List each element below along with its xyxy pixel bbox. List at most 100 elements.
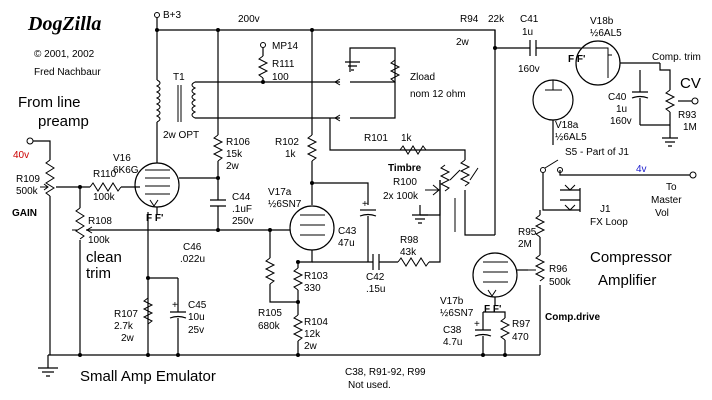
v17b-ff: F F' bbox=[484, 304, 501, 315]
r111-resistor: MP14 R111 100 bbox=[257, 41, 299, 84]
compressor-label: Compressor bbox=[590, 249, 672, 266]
r94-value: 22k bbox=[488, 14, 505, 25]
c42-capacitor: C42 .15u bbox=[312, 254, 398, 295]
input-jack bbox=[26, 137, 34, 145]
v17a-label: V17a bbox=[268, 187, 292, 198]
r95-label: R95 bbox=[518, 227, 537, 238]
r110-value: 100k bbox=[93, 192, 116, 203]
r107-rating: 2w bbox=[121, 333, 135, 344]
r109-label: R109 bbox=[16, 174, 40, 185]
b3-label: B+3 bbox=[163, 10, 182, 21]
v17a-type: ½6SN7 bbox=[268, 199, 302, 210]
r104-resistor: R104 12k 2w bbox=[292, 302, 328, 355]
c46-value: .022u bbox=[180, 254, 205, 265]
r109-pot: R109 500k bbox=[16, 159, 55, 355]
c38-value: 4.7u bbox=[443, 337, 462, 348]
c45-label: C45 bbox=[188, 300, 207, 311]
r95-value: 2M bbox=[518, 239, 532, 250]
c45-plus: + bbox=[172, 300, 178, 311]
c43-capacitor: + C43 47u bbox=[338, 199, 377, 262]
r100-label: R100 bbox=[393, 177, 417, 188]
r111-label: R111 bbox=[272, 59, 295, 70]
r106-value: 15k bbox=[226, 149, 243, 160]
c40-label: C40 bbox=[608, 92, 627, 103]
v18a-label: V18a bbox=[555, 120, 579, 131]
r96-pot: R96 500k Comp.drive bbox=[528, 254, 600, 355]
r104-value: 12k bbox=[304, 329, 321, 340]
r105-label: R105 bbox=[258, 308, 282, 319]
trim-label: trim bbox=[86, 265, 111, 282]
v16-ff: F F' bbox=[146, 213, 163, 224]
master-vol-terminal bbox=[689, 171, 697, 179]
zload-jack: Zload nom 12 ohm bbox=[263, 47, 466, 122]
comp-trim-label: Comp. trim bbox=[652, 52, 701, 63]
r106-resistor: R106 15k 2w bbox=[212, 30, 250, 200]
r93-label: R93 bbox=[678, 110, 697, 121]
r106-label: R106 bbox=[226, 137, 250, 148]
v18b-type: ½6AL5 bbox=[590, 28, 622, 39]
r102-label: R102 bbox=[275, 137, 299, 148]
input-voltage: 40v bbox=[13, 150, 29, 161]
r108-label: R108 bbox=[88, 216, 112, 227]
r94-resistor: R94 22k 2w bbox=[456, 14, 505, 235]
master-vol: Vol bbox=[655, 208, 669, 219]
r111-value: 100 bbox=[272, 72, 289, 83]
v200-label: 200v bbox=[238, 14, 260, 25]
r97-label: R97 bbox=[512, 319, 531, 330]
r105-value: 680k bbox=[258, 321, 281, 332]
r101-resistor: R101 1k bbox=[364, 133, 427, 155]
r97-resistor: R97 470 bbox=[483, 311, 531, 355]
preamp-label: preamp bbox=[38, 113, 89, 130]
c41-value: 1u bbox=[522, 27, 533, 38]
v16-type: 6K6G bbox=[113, 165, 139, 176]
s5-label: S5 - Part of J1 bbox=[565, 147, 629, 158]
c38-plus: + bbox=[474, 319, 480, 330]
comp-trim-section: Comp. trim CV C40 1u 160v R93 1M bbox=[608, 52, 701, 147]
r96-value: 500k bbox=[549, 277, 572, 288]
r94-rating: 2w bbox=[456, 37, 470, 48]
r106-rating: 2w bbox=[226, 161, 240, 172]
dogzilla-logo: DogZilla bbox=[27, 13, 101, 35]
comp-drive-label: Comp.drive bbox=[545, 312, 600, 323]
c44-rating: 250v bbox=[232, 216, 254, 227]
r98-value: 43k bbox=[400, 247, 417, 258]
r103-resistor: R103 330 bbox=[292, 260, 328, 304]
c43-value: 47u bbox=[338, 238, 355, 249]
cv-terminal bbox=[691, 97, 699, 105]
v18a-tube: V18a ½6AL5 bbox=[532, 79, 587, 145]
r93-value: 1M bbox=[683, 122, 697, 133]
master-to: To bbox=[666, 182, 677, 193]
c43-plus: + bbox=[362, 199, 368, 210]
b3-rail: B+3 200v bbox=[154, 10, 496, 48]
v18b-tube: V18b ½6AL5 F F' bbox=[568, 16, 660, 86]
r109-value: 500k bbox=[16, 186, 39, 197]
c42-value: .15u bbox=[366, 284, 385, 295]
r97-value: 470 bbox=[512, 332, 529, 343]
ground-rail bbox=[38, 353, 540, 377]
timbre-label: Timbre bbox=[388, 163, 422, 174]
r107-resistor: R107 2.7k 2w bbox=[114, 276, 178, 344]
v17a-tube: V17a ½6SN7 bbox=[268, 187, 335, 263]
v17b-label: V17b bbox=[440, 296, 464, 307]
r107-value: 2.7k bbox=[114, 321, 134, 332]
c45-value: 10u bbox=[188, 312, 205, 323]
author-text: Fred Nachbaur bbox=[34, 67, 101, 78]
c46-capacitor: C46 .022u bbox=[160, 229, 205, 265]
r100-value: 2x 100k bbox=[383, 191, 419, 202]
v17b-tube: V17b ½6SN7 F F' bbox=[440, 252, 528, 319]
c41-label: C41 bbox=[520, 14, 539, 25]
not-used-line2: Not used. bbox=[348, 380, 391, 391]
r96-label: R96 bbox=[549, 264, 568, 275]
r108-value: 100k bbox=[88, 235, 111, 246]
c40-value: 1u bbox=[616, 104, 627, 115]
v18a-type: ½6AL5 bbox=[555, 132, 587, 143]
c41-capacitor: C41 1u 160v bbox=[495, 14, 580, 75]
c42-label: C42 bbox=[366, 272, 385, 283]
c44-label: C44 bbox=[232, 192, 251, 203]
r105-resistor: R105 680k bbox=[258, 230, 298, 332]
c45-capacitor: + C45 10u 25v bbox=[169, 278, 207, 355]
cv-label: CV bbox=[680, 75, 701, 92]
r110-label: R110 bbox=[93, 169, 117, 180]
from-line-label: From line bbox=[18, 94, 81, 111]
r110-resistor: R110 100k bbox=[89, 169, 140, 203]
